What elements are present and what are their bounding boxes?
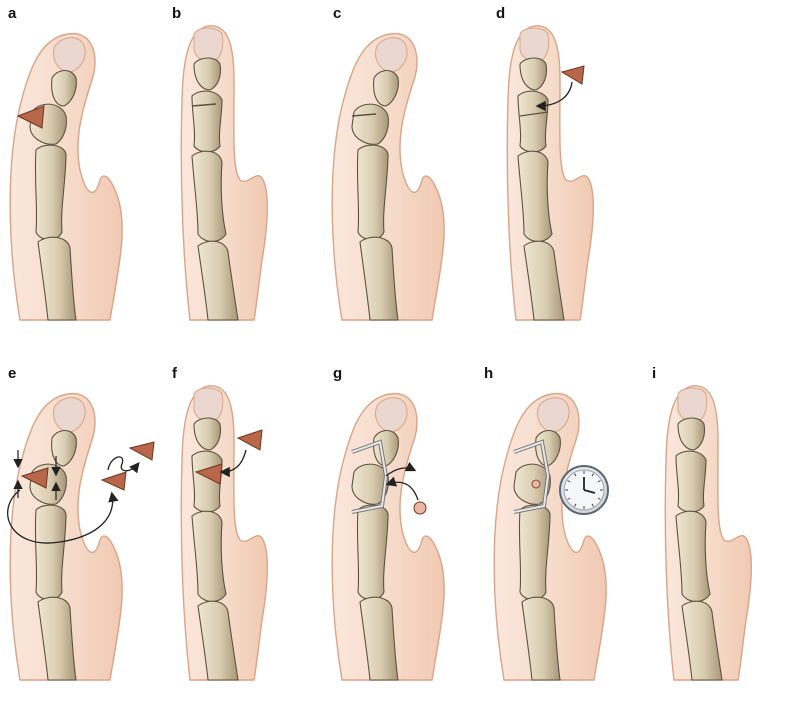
panel-i xyxy=(664,385,752,681)
phalanx-bone-4 xyxy=(359,236,399,321)
panel-label-e: e xyxy=(8,365,17,382)
clock-tick xyxy=(574,473,577,477)
phalanx-bone-4 xyxy=(37,236,77,321)
finger-skin xyxy=(9,393,123,681)
clock-tick xyxy=(567,480,571,483)
clock-hour-hand xyxy=(583,489,596,494)
clock-tick xyxy=(591,473,594,477)
finger-skin xyxy=(331,393,445,681)
bone-wedge-small xyxy=(128,441,155,461)
fingernail xyxy=(53,37,86,73)
panel-a xyxy=(9,33,123,321)
phalanx-bone-1 xyxy=(373,69,399,107)
phalanx-bone-3 xyxy=(517,150,553,243)
phalanx-bone-3 xyxy=(34,144,67,241)
phalanx-bone-2 xyxy=(351,103,389,145)
bone-wedge xyxy=(16,105,45,129)
phalanx-bone-1 xyxy=(193,417,222,451)
clock-tick xyxy=(597,480,601,483)
phalanx-bone-4 xyxy=(359,596,399,681)
panel-g xyxy=(331,393,445,681)
fingernail xyxy=(519,27,550,62)
fingernail xyxy=(677,387,708,422)
curved-arrow xyxy=(219,449,247,478)
clock-tick xyxy=(574,503,577,507)
panel-h xyxy=(493,393,609,681)
clock-tick xyxy=(567,497,571,500)
fingernail xyxy=(375,37,408,73)
phalanx-bone-1 xyxy=(535,429,561,467)
fingernail xyxy=(53,397,86,433)
panel-label-h: h xyxy=(484,365,494,382)
panel-label-f: f xyxy=(172,365,177,382)
panel-label-c: c xyxy=(333,5,342,22)
loop-arrow xyxy=(7,489,119,544)
clock-tick xyxy=(591,503,594,507)
bone-wedge xyxy=(20,467,49,489)
phalanx-bone-4 xyxy=(197,600,239,681)
phalanx-bone-3 xyxy=(191,510,227,603)
osteotomy-line xyxy=(519,111,549,117)
panel-e xyxy=(7,393,155,681)
curved-arrow xyxy=(385,476,419,501)
curved-arrow xyxy=(535,81,573,112)
phalanx-bone-1 xyxy=(193,57,222,91)
phalanx-bone-4 xyxy=(197,240,239,321)
loop-arrow-small xyxy=(107,456,140,474)
panel-b xyxy=(180,25,268,321)
phalanx-bone-3 xyxy=(675,510,711,603)
bone-wedge xyxy=(560,65,585,85)
osteotomy-line xyxy=(191,103,217,107)
panel-label-d: d xyxy=(496,5,506,22)
finger-skin xyxy=(9,33,123,321)
phalanx-bone-3 xyxy=(34,504,67,601)
panel-f xyxy=(180,385,268,681)
panel-label-b: b xyxy=(172,5,182,22)
bone-graft xyxy=(413,501,427,515)
phalanx-bone-1 xyxy=(373,429,399,467)
phalanx-bone-3 xyxy=(191,150,227,243)
osteotomy-line xyxy=(351,113,377,117)
bone-plate-highlight xyxy=(513,440,550,513)
phalanx-bone-3 xyxy=(518,504,551,601)
panel-d xyxy=(506,25,594,321)
panel-label-a: a xyxy=(8,5,17,22)
fingernail xyxy=(537,397,570,433)
phalanx-bone-2 xyxy=(191,90,223,153)
bone-wedge-removed xyxy=(100,471,127,491)
finger-skin xyxy=(493,393,607,681)
phalanx-bone-1 xyxy=(677,417,706,451)
fingernail xyxy=(375,397,408,433)
curved-arrow-out xyxy=(385,461,417,477)
phalanx-bone-2 xyxy=(675,450,707,513)
phalanx-bone-4 xyxy=(523,240,565,321)
fingernail xyxy=(193,27,224,62)
phalanx-bone-4 xyxy=(521,596,561,681)
panel-c xyxy=(331,33,445,321)
phalanx-bone-4 xyxy=(37,596,77,681)
finger-skin xyxy=(331,33,445,321)
phalanx-bone-1 xyxy=(519,57,548,91)
phalanx-bone-3 xyxy=(356,504,389,601)
phalanx-bone-4 xyxy=(681,600,723,681)
panel-label-g: g xyxy=(333,365,343,382)
bone-graft-inserted xyxy=(531,479,541,489)
phalanx-bone-2 xyxy=(517,90,549,153)
phalanx-bone-3 xyxy=(356,144,389,241)
phalanx-bone-1 xyxy=(51,69,77,107)
bone-wedge-removed xyxy=(236,429,263,451)
panel-label-i: i xyxy=(652,365,657,382)
clock-icon xyxy=(559,465,609,515)
phalanx-bone-1 xyxy=(51,429,77,467)
fingernail xyxy=(193,387,224,422)
clock-tick xyxy=(597,497,601,500)
